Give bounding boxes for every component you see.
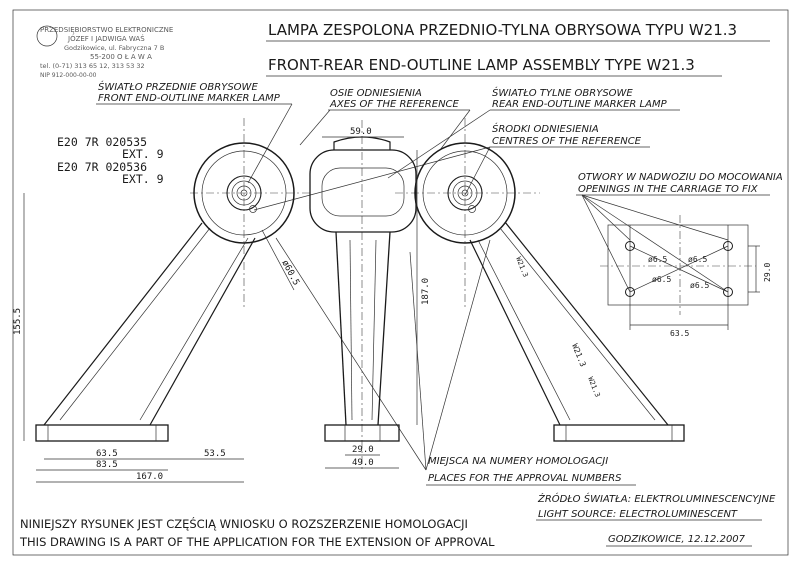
side-view [309, 136, 417, 442]
footer-english: THIS DRAWING IS A PART OF THE APPLICATIO… [19, 535, 495, 549]
dim-base-29: 29.0 [352, 445, 374, 455]
title-polish: LAMPA ZESPOLONA PRZEDNIO-TYLNA OBRYSOWA … [268, 21, 737, 39]
dim-base-49: 49.0 [352, 458, 374, 468]
footer-polish: NINIEJSZY RYSUNEK JEST CZĘŚCIĄ WNIOSKU O… [20, 516, 468, 531]
label-front-lamp-en: FRONT END-OUTLINE MARKER LAMP [98, 93, 281, 104]
label-openings-en: OPENINGS IN THE CARRIAGE TO FIX [578, 184, 759, 195]
label-axes-pl: OSIE ODNIESIENIA [330, 88, 422, 99]
approval-code-2: E20 7R 020536 [57, 160, 147, 174]
dimension-lines [23, 136, 418, 483]
right-bracket [469, 221, 685, 442]
reference-axes [190, 118, 540, 470]
stamp-line-3: Godzikowice, ul. Fabryczna 7 B [64, 44, 164, 52]
rear-lamp [414, 142, 516, 244]
label-front-lamp-pl: ŚWIATŁO PRZEDNIE OBRYSOWE [98, 80, 258, 93]
approval-code-1: E20 7R 020535 [57, 135, 147, 149]
label-source-en: LIGHT SOURCE: ELECTROLUMINESCENT [538, 509, 738, 520]
label-source-pl: ŹRÓDŁO ŚWIATŁA: ELEKTROLUMINESCENCYJNE [537, 492, 776, 505]
label-rear-lamp-pl: ŚWIATŁO TYLNE OBRYSOWE [492, 86, 633, 99]
title-english: FRONT-REAR END-OUTLINE LAMP ASSEMBLY TYP… [268, 56, 695, 74]
dim-top-width: 59.0 [350, 127, 372, 137]
drawing-frame [12, 9, 789, 556]
dim-openings-d1: ø6.5 [648, 255, 667, 264]
approval-numbers: E20 7R 020535 EXT. 9 E20 7R 020536 EXT. … [57, 135, 164, 186]
label-centres-en: CENTRES OF THE REFERENCE [492, 136, 642, 147]
dim-openings-width: 63.5 [670, 329, 689, 338]
stamp-line-5: tel. (0-71) 313 65 12, 313 53 32 [40, 62, 145, 70]
dim-offset-53: 53.5 [204, 449, 226, 459]
dim-openings-d3: ø6.5 [652, 275, 671, 284]
label-places-pl: MIEJSCA NA NUMERY HOMOLOGACJI [428, 456, 608, 467]
label-rear-lamp-en: REAR END-OUTLINE MARKER LAMP [492, 99, 668, 110]
stamp-line-2: JÓZEF I JADWIGA WAŚ [67, 34, 145, 43]
left-bracket [35, 222, 256, 442]
stamp-line-1: PRZEDSIĘBIORSTWO ELEKTRONICZNE [40, 26, 173, 34]
approval-ext-2: EXT. 9 [122, 172, 164, 186]
dim-height-187: 187.0 [421, 278, 431, 305]
stamp-line-6: NIP 912-000-00-00 [40, 72, 97, 79]
label-centres-pl: ŚRODKI ODNIESIENIA [492, 122, 599, 135]
openings-detail [600, 215, 760, 330]
dim-openings-d2: ø6.5 [688, 255, 707, 264]
bracket-mark-lower: W21.3 [586, 376, 601, 399]
approval-ext-1: EXT. 9 [122, 147, 164, 161]
leader-lines [247, 103, 729, 471]
place-and-date: GODZIKOWICE, 12.12.2007 [608, 534, 746, 545]
bracket-mark-small: W21.3 [514, 256, 529, 279]
label-openings-pl: OTWORY W NADWOZIU DO MOCOWANIA [578, 172, 783, 183]
dim-foot-63: 63.5 [96, 449, 118, 459]
label-places-en: PLACES FOR THE APPROVAL NUMBERS [428, 473, 622, 484]
dim-openings-d4: ø6.5 [690, 281, 709, 290]
dim-openings-height: 29.0 [763, 263, 772, 282]
bracket-mark-right: W21.3 [570, 342, 587, 368]
dim-span-167: 167.0 [136, 472, 163, 482]
dim-foot-83: 83.5 [96, 460, 118, 470]
label-axes-en: AXES OF THE REFERENCE [329, 99, 460, 110]
front-lamp [193, 142, 295, 244]
company-stamp: PRZEDSIĘBIORSTWO ELEKTRONICZNE JÓZEF I J… [36, 25, 173, 79]
dim-height-155: 155.5 [13, 308, 23, 335]
dim-lamp-diameter: ø60.5 [279, 259, 301, 288]
stamp-line-4: 55-200 O Ł A W A [90, 53, 152, 61]
